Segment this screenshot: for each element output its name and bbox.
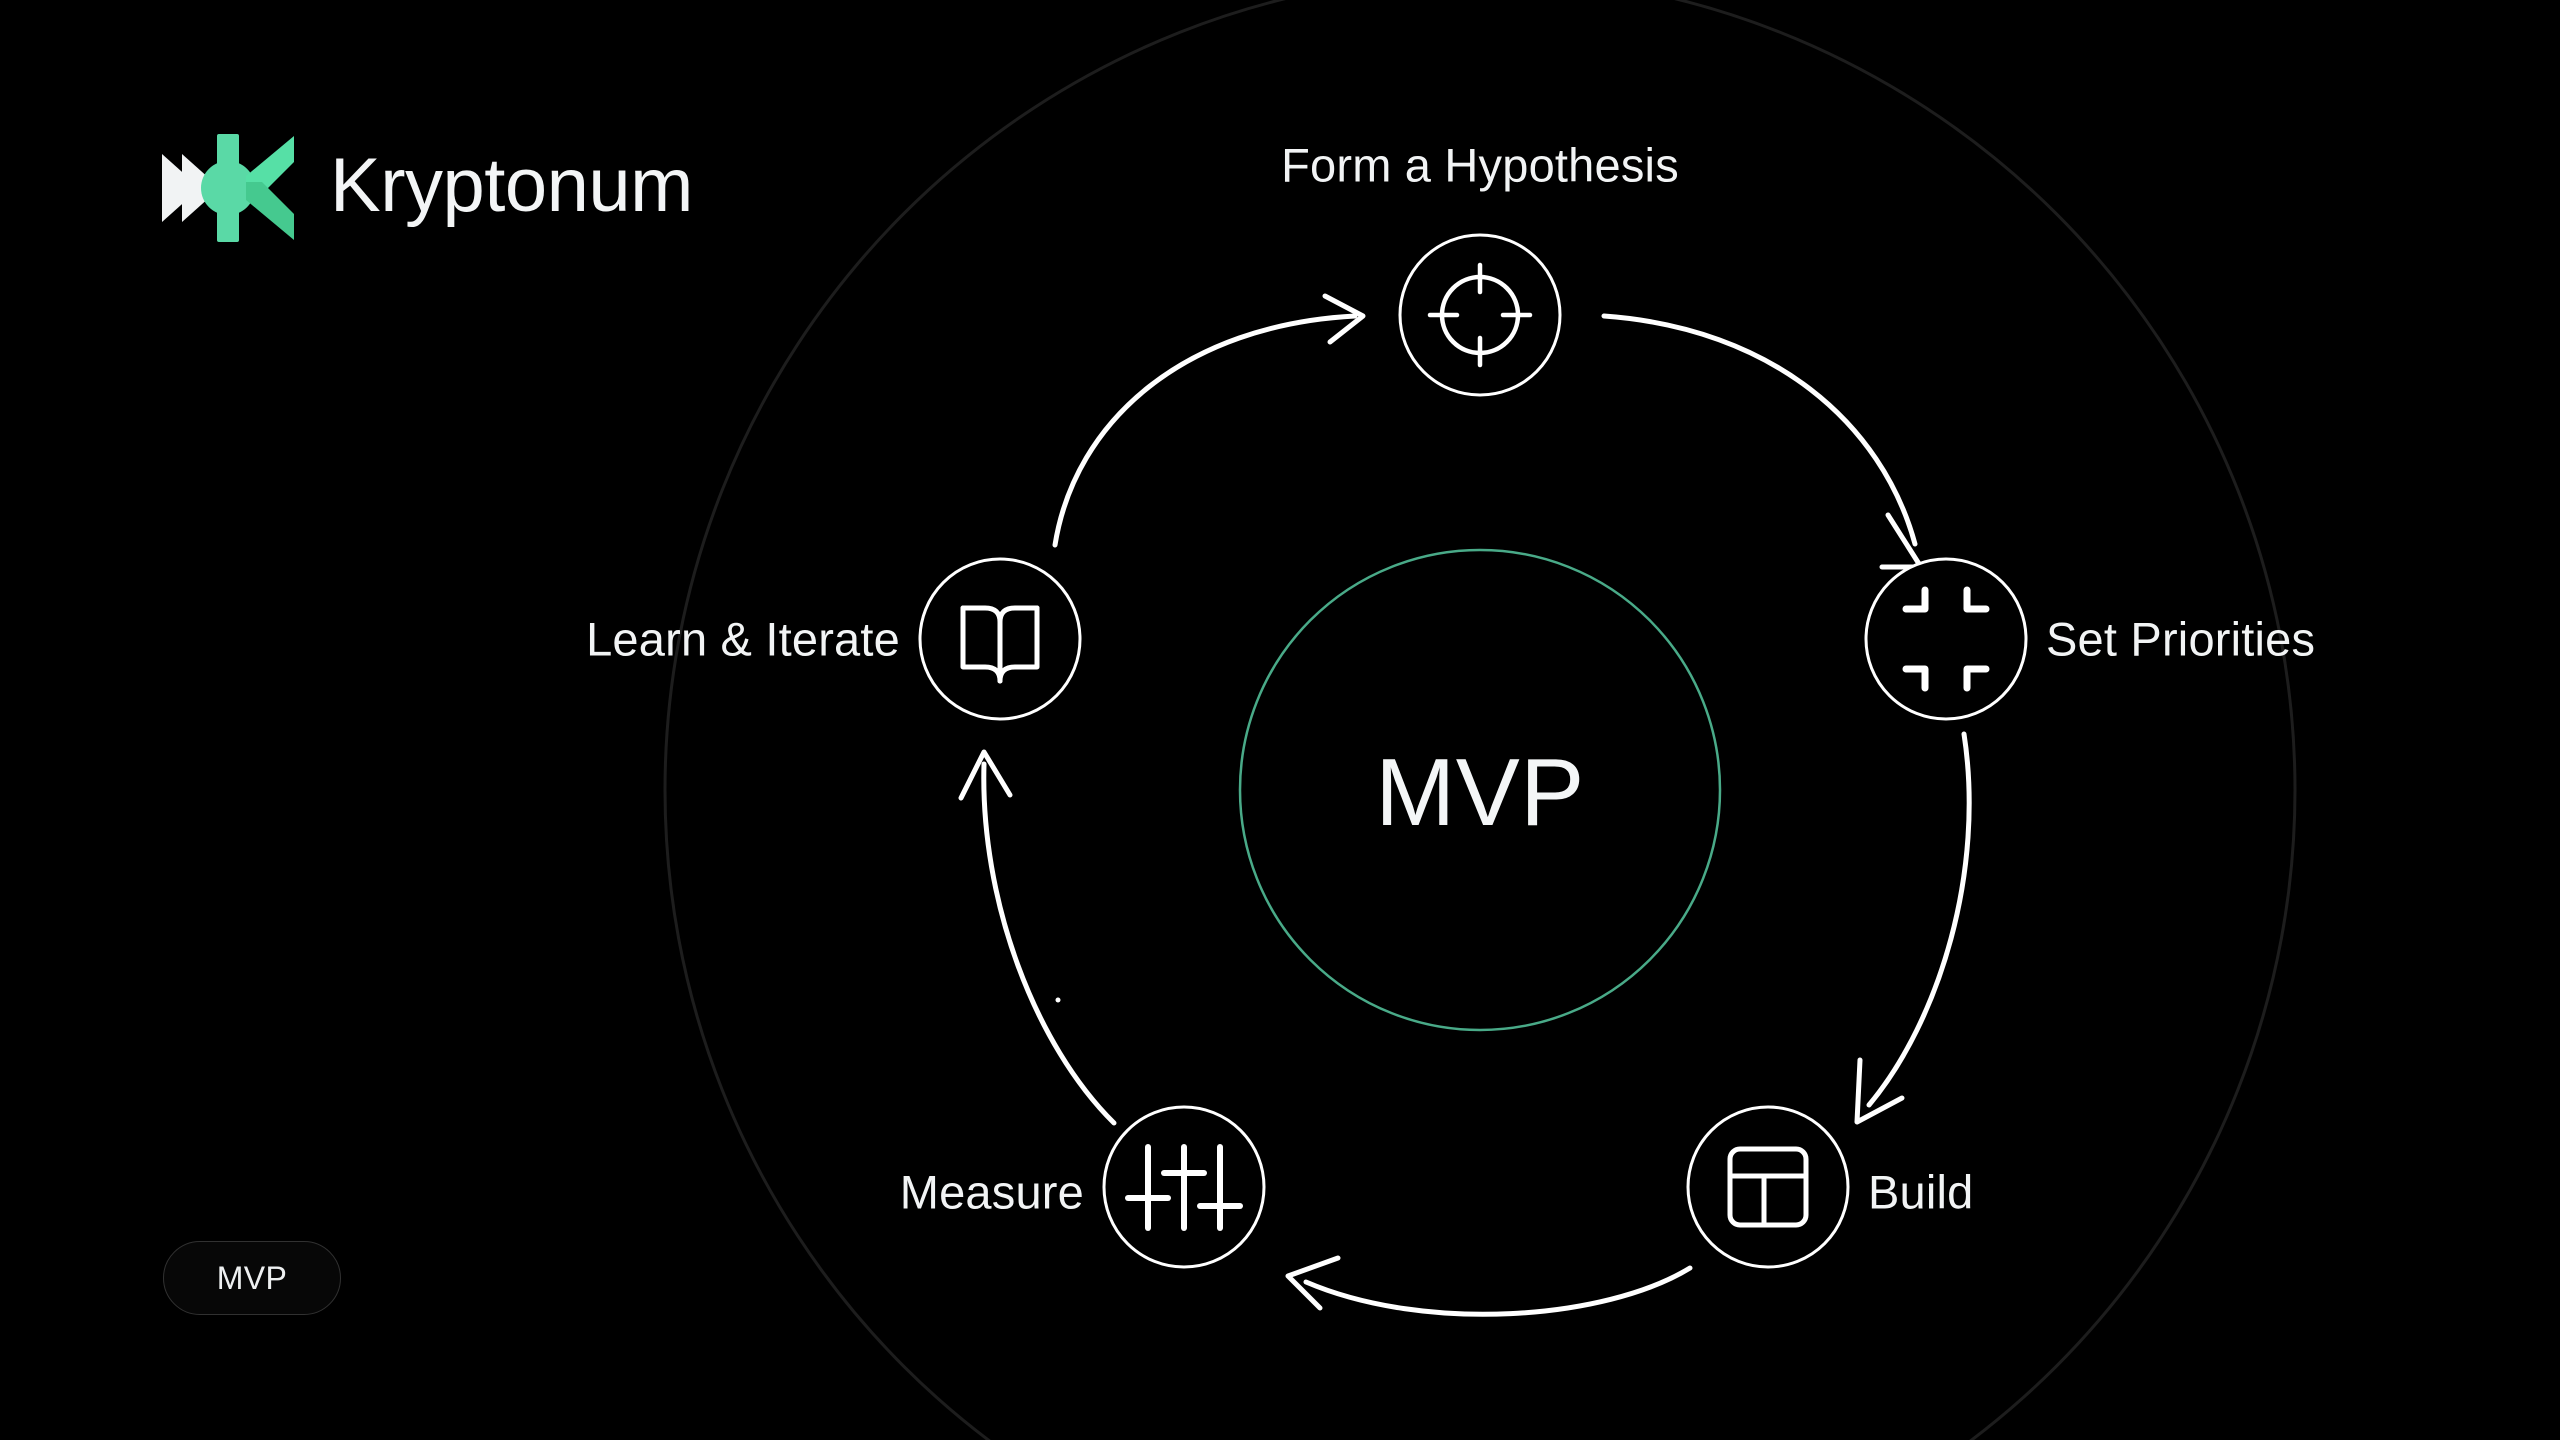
brand-name: Kryptonum (330, 143, 694, 228)
collapse-corners-icon (1902, 586, 1990, 692)
cycle-center-label: MVP (1375, 739, 1585, 846)
arrow-learn-to-hypothesis (1052, 293, 1366, 1003)
arrow-measure-to-learn (958, 749, 1117, 1126)
crosshair-target-icon (1427, 262, 1533, 368)
arrow-priorities-to-build (1854, 731, 1972, 1125)
kryptonum-k-logo-icon (162, 134, 294, 242)
node-priorities[interactable] (1864, 557, 2028, 721)
inner-green-ring (1238, 548, 1722, 1032)
open-book-icon (960, 605, 1040, 684)
arrow-build-to-measure (1285, 1255, 1693, 1317)
node-measure[interactable] (1102, 1105, 1266, 1269)
mvp-badge-label: MVP (216, 1260, 288, 1296)
node-hypothesis[interactable] (1398, 233, 1562, 397)
node-label-build: Build (1868, 1165, 1974, 1219)
sliders-equalizer-icon (1125, 1144, 1243, 1231)
node-learn[interactable] (918, 557, 1082, 721)
node-build[interactable] (1686, 1105, 1850, 1269)
layout-dashboard-icon (1727, 1146, 1809, 1228)
outer-ring (663, 0, 2297, 1440)
node-label-measure: Measure (899, 1165, 1084, 1219)
mvp-badge[interactable]: MVP (163, 1241, 341, 1315)
node-build-circle (1686, 1105, 1850, 1269)
node-label-learn: Learn & Iterate (586, 612, 900, 666)
node-priorities-circle (1864, 557, 2028, 721)
brand-logo[interactable]: Kryptonum (160, 133, 694, 243)
node-label-priorities: Set Priorities (2046, 612, 2316, 666)
arrow-hypothesis-to-priorities (1601, 313, 1924, 570)
node-label-hypothesis: Form a Hypothesis (1281, 138, 1679, 192)
node-hypothesis-circle (1398, 233, 1562, 397)
